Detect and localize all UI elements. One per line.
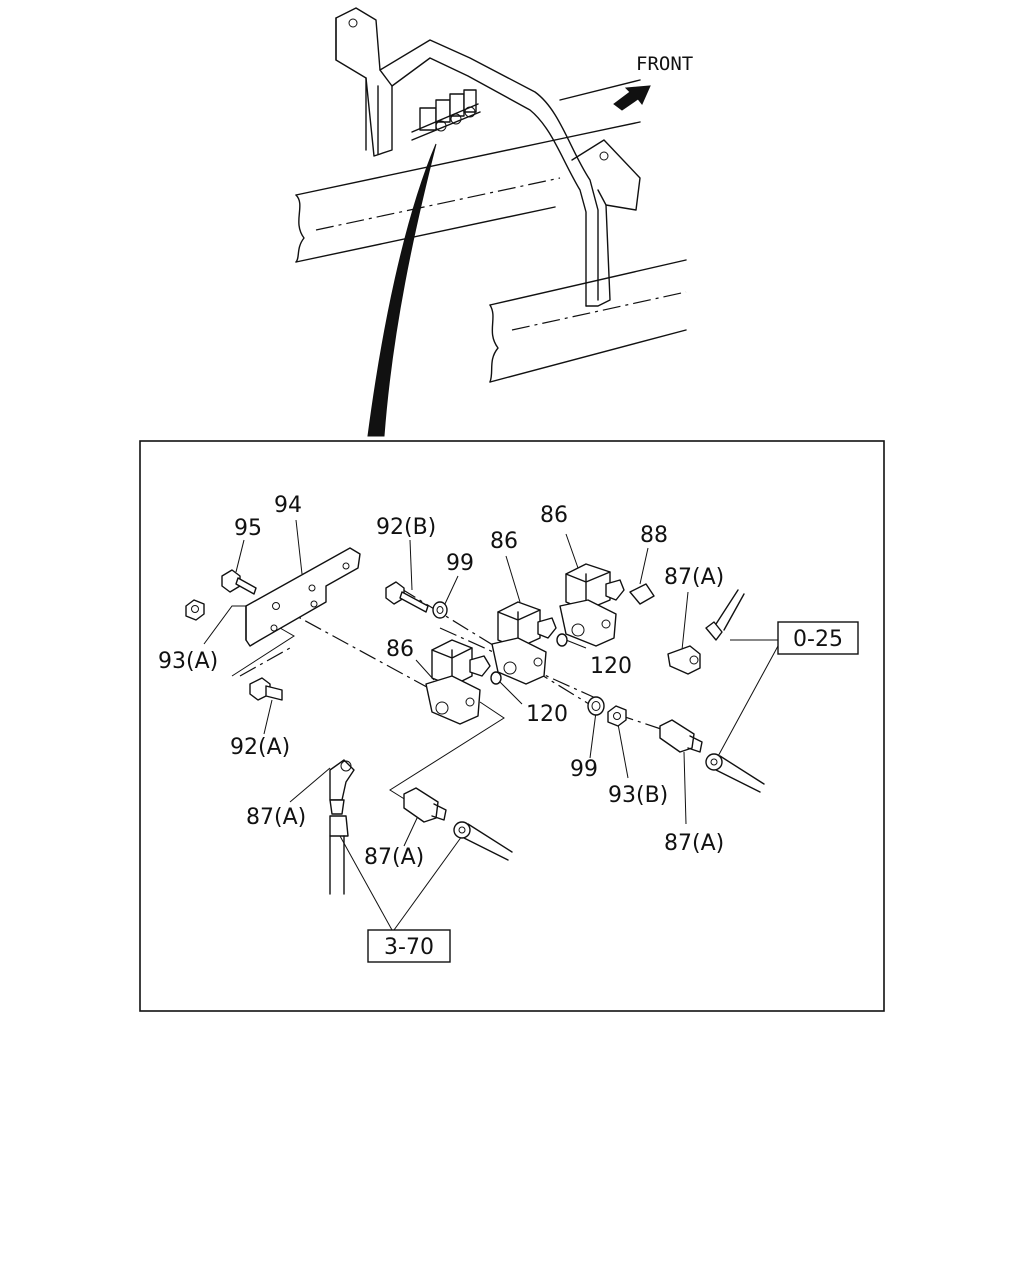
plug-88: [629, 583, 655, 605]
o-ring-120-lower: [490, 671, 502, 685]
detail-pointer: [367, 143, 437, 437]
pipe-end-lower-right: [705, 753, 765, 793]
callout-88: 88: [640, 523, 668, 548]
elbow-fitting-87a-top-right: [667, 645, 701, 675]
solenoid-valve-86-right: [559, 563, 625, 647]
callout-87a-middle: 87(A): [364, 845, 424, 870]
callout-99-bottom: 99: [570, 757, 598, 782]
callout-86-left: 86: [386, 637, 414, 662]
pipe-left-vertical: [329, 815, 349, 895]
nut-93a: [185, 599, 205, 621]
union-fitting-87a-right: [659, 719, 703, 753]
union-fitting-87a-middle: [403, 787, 447, 823]
callout-94: 94: [274, 493, 302, 518]
pipe-end-middle: [453, 821, 513, 861]
callout-120-lower: 120: [526, 702, 568, 727]
detail-frame: [139, 440, 885, 1012]
callout-87a-left: 87(A): [246, 805, 306, 830]
chassis-overview: FRONT: [295, 7, 693, 437]
callout-99-top: 99: [446, 551, 474, 576]
front-label: FRONT: [636, 53, 693, 75]
callout-86-right: 86: [540, 503, 568, 528]
callout-93b: 93(B): [608, 783, 668, 808]
reference-3-70-text: 3-70: [384, 935, 434, 960]
callout-93a: 93(A): [158, 649, 218, 674]
reference-box-3-70[interactable]: 3-70: [367, 929, 451, 963]
solenoid-valve-86-left: [425, 639, 491, 725]
solenoid-valve-86-middle: [491, 601, 557, 685]
callout-120-upper: 120: [590, 654, 632, 679]
bolt-95: [221, 569, 257, 595]
bolt-92a: [249, 677, 283, 701]
o-ring-120-upper: [556, 633, 568, 647]
washer-99-bottom: [587, 696, 605, 716]
valve-cluster-small: [411, 89, 481, 141]
nut-93b: [607, 705, 627, 727]
bracket-94: [245, 547, 361, 647]
reference-box-0-25[interactable]: 0-25: [777, 621, 859, 655]
callout-87a-top-right: 87(A): [664, 565, 724, 590]
callout-92a: 92(A): [230, 735, 290, 760]
front-arrow-icon: [613, 85, 651, 111]
elbow-fitting-87a-left: [329, 759, 355, 815]
callout-95: 95: [234, 516, 262, 541]
callout-87a-right: 87(A): [664, 831, 724, 856]
callout-86-middle: 86: [490, 529, 518, 554]
washer-99-top: [432, 601, 448, 619]
callout-labels: 94 95 93(A) 92(A) 92(B) 99 86 86 86 88 8…: [158, 493, 724, 870]
bolt-92b: [385, 581, 429, 613]
leader-lines: [203, 519, 779, 931]
reference-0-25-text: 0-25: [793, 627, 843, 652]
callout-92b: 92(B): [376, 515, 436, 540]
pipe-end-upper-right: [705, 589, 745, 641]
